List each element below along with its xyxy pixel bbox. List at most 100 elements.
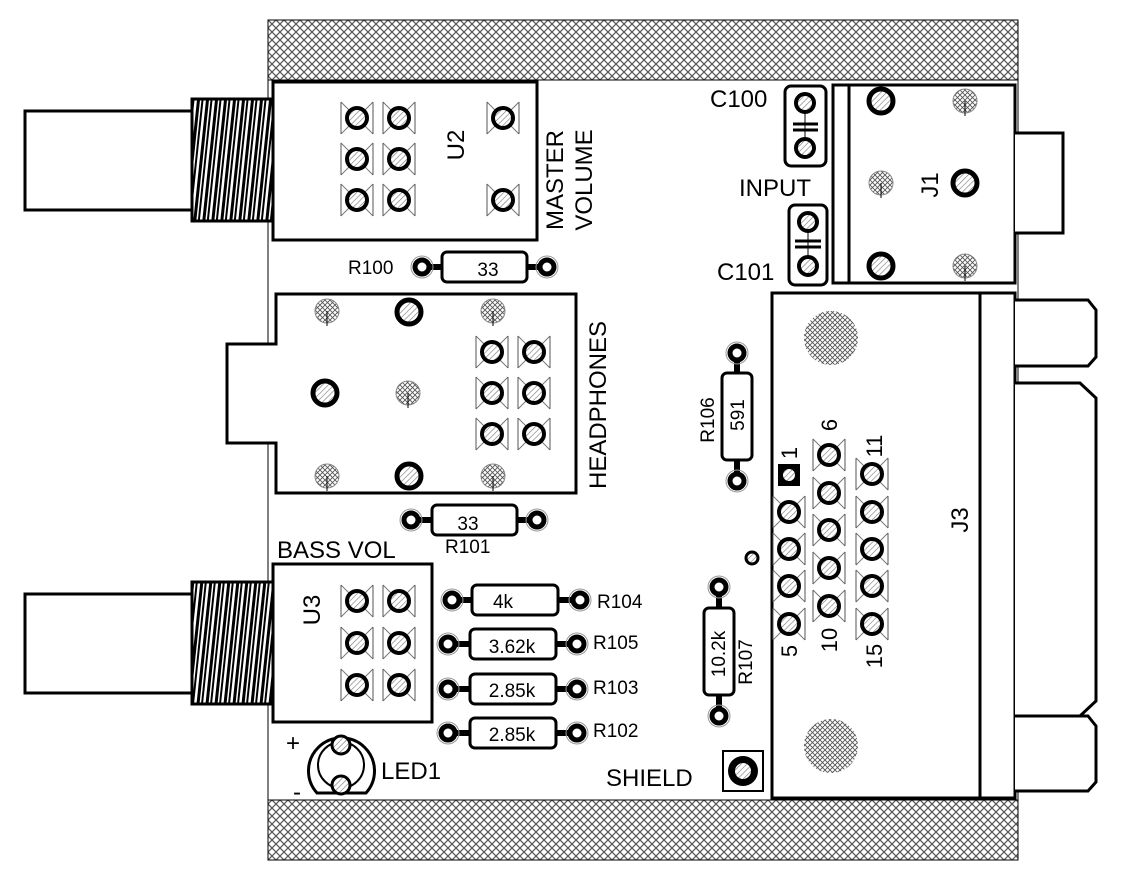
pad-large — [866, 86, 896, 116]
pad — [517, 335, 551, 369]
headphones-label: HEADPHONES — [585, 321, 612, 489]
pad — [475, 335, 509, 369]
j3-pin-5-label: 5 — [777, 645, 802, 657]
r100-value: 33 — [477, 260, 498, 281]
pad-large — [310, 378, 340, 408]
pad — [772, 495, 806, 529]
pad — [812, 476, 846, 510]
r106-value: 591 — [728, 399, 749, 431]
u3-pads — [340, 584, 416, 702]
pad — [812, 589, 846, 623]
pad — [855, 457, 889, 491]
pad — [517, 376, 551, 410]
pad — [475, 376, 509, 410]
headphones-pads — [310, 297, 551, 491]
r103-ref: R103 — [593, 678, 638, 699]
pad — [812, 551, 846, 585]
mount-pad — [480, 298, 506, 326]
r104-ref: R104 — [597, 592, 643, 613]
r101-value: 33 — [457, 514, 478, 535]
r107-value: 10.2k — [709, 630, 730, 677]
capacitor-pads — [794, 92, 819, 277]
pad-large — [394, 461, 424, 491]
led1-ref: LED1 — [381, 758, 441, 785]
pad — [797, 255, 819, 277]
pad — [486, 101, 520, 135]
j3-connector — [770, 291, 1098, 800]
mount-pad — [952, 253, 978, 281]
pad — [382, 668, 416, 702]
keepout-bottom — [267, 799, 1019, 861]
pad — [772, 569, 806, 603]
j1-pads — [866, 86, 980, 281]
pad — [340, 101, 374, 135]
j3-pin-15-label: 15 — [862, 644, 887, 668]
resistor — [399, 503, 549, 537]
pad-large — [950, 168, 980, 198]
pad — [340, 626, 374, 660]
resistor — [440, 583, 592, 617]
j3-pin-10-label: 10 — [817, 628, 842, 652]
board-outline — [267, 19, 1019, 861]
keepout-top — [267, 19, 1019, 81]
pad — [794, 137, 816, 159]
r102-ref: R102 — [593, 721, 638, 742]
pad — [486, 183, 520, 217]
shield-pad — [722, 750, 764, 792]
r101-ref: R101 — [445, 537, 490, 558]
u2-ref: U2 — [443, 130, 470, 161]
via — [744, 550, 760, 566]
shield-label: SHIELD — [606, 765, 693, 792]
led1-minus: - — [293, 779, 301, 806]
c101-ref: C101 — [717, 259, 774, 286]
j3-pin-6-label: 6 — [817, 419, 842, 431]
mount-pad — [868, 170, 894, 198]
pad — [794, 92, 816, 114]
pin-1-square-pad — [778, 464, 800, 486]
pad — [812, 513, 846, 547]
pad — [517, 417, 551, 451]
u3-description: BASS VOL — [277, 537, 396, 564]
resistor — [436, 627, 589, 661]
r107-ref: R107 — [736, 639, 757, 684]
pad — [382, 584, 416, 618]
u3-shaft — [23, 580, 276, 706]
j3-pads — [772, 438, 889, 641]
r100-ref: R100 — [348, 258, 393, 279]
j1-ref: J1 — [917, 172, 944, 197]
pad — [772, 607, 806, 641]
pad-large — [394, 297, 424, 327]
pad — [855, 569, 889, 603]
pad — [772, 532, 806, 566]
r103-value: 2.85k — [489, 681, 536, 702]
resistor — [410, 250, 559, 284]
u2-pads — [340, 101, 520, 217]
mount-pad — [480, 463, 506, 491]
j1-jack — [831, 83, 1065, 285]
pad — [855, 607, 889, 641]
j1-input-label: INPUT — [739, 175, 811, 202]
c100-ref: C100 — [710, 86, 767, 113]
pad — [382, 142, 416, 176]
pad — [340, 183, 374, 217]
resistors — [399, 250, 754, 750]
pad — [475, 417, 509, 451]
u3-ref: U3 — [299, 595, 326, 626]
led1-plus: + — [286, 730, 300, 757]
r106-ref: R106 — [698, 397, 719, 442]
u2-shaft — [23, 97, 276, 223]
resistor — [702, 575, 736, 728]
led1 — [307, 734, 376, 796]
u2-description-line1: MASTER — [542, 130, 569, 230]
pad — [340, 668, 374, 702]
pad — [340, 584, 374, 618]
pad — [812, 438, 846, 472]
r105-value: 3.62k — [489, 637, 536, 658]
pad — [382, 101, 416, 135]
resistor — [436, 716, 589, 750]
resistor — [436, 672, 589, 706]
mount-pad — [314, 463, 340, 491]
pad — [382, 626, 416, 660]
resistor — [720, 341, 754, 493]
